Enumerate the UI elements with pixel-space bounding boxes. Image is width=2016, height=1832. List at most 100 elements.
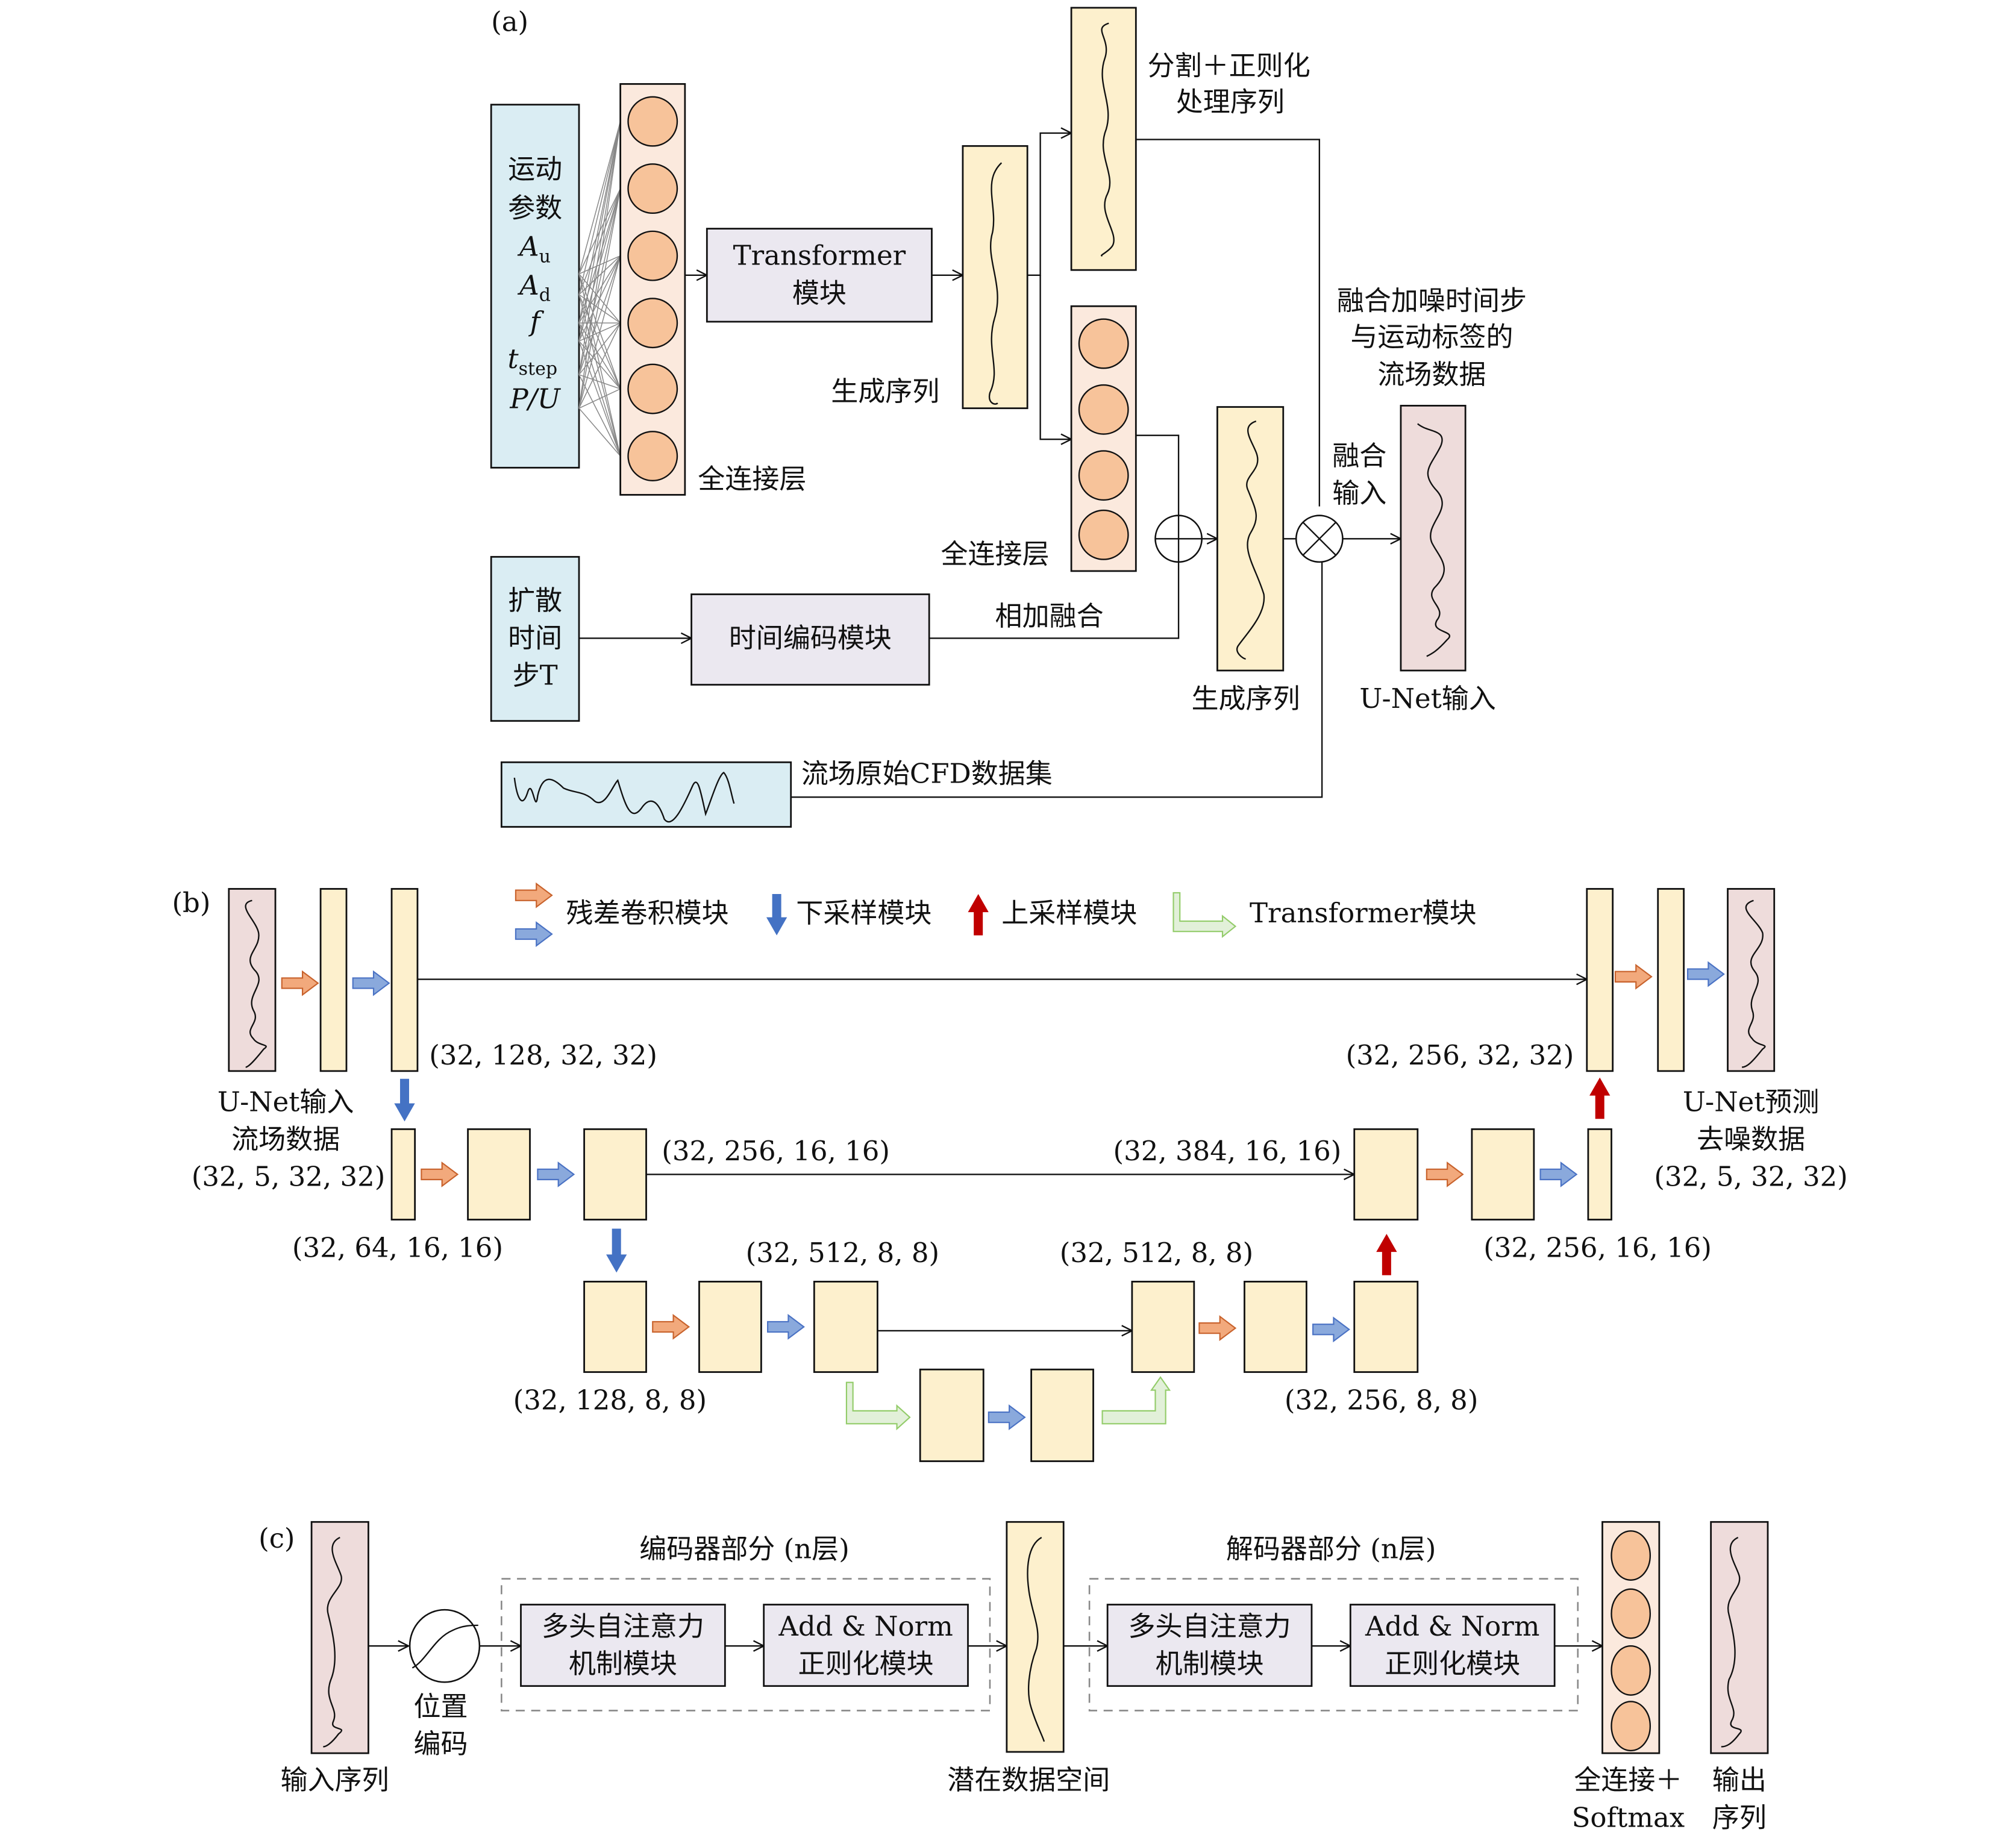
branch-to-split <box>1027 133 1071 276</box>
dec-l3-feature-3 <box>1353 1281 1419 1373</box>
unet-output-label-2: 去噪数据 <box>1697 1124 1805 1155</box>
output-seq-label-1: 输出 <box>1712 1764 1767 1796</box>
neuron <box>627 298 678 349</box>
neuron <box>1078 318 1129 369</box>
line-cfd-to-fusion <box>790 561 1323 798</box>
resconv-blue-arrow-icon <box>1539 1161 1578 1187</box>
resconv-blue-arrow-icon <box>1686 961 1725 987</box>
unet-input-tensor <box>228 888 277 1072</box>
unet-input-shape: (32, 5, 32, 32) <box>192 1161 385 1193</box>
generated-sequence-2 <box>1216 406 1285 672</box>
fc-connection <box>578 255 621 375</box>
transformer-arrow-icon <box>1101 1376 1171 1425</box>
fc-connection <box>578 294 621 457</box>
fc-softmax-label-2: Softmax <box>1572 1801 1685 1832</box>
resconv-blue-arrow-icon <box>767 1314 805 1340</box>
cfd-dataset-label: 流场原始CFD数据集 <box>801 758 1053 790</box>
encoder-mhsa-label-2: 机制模块 <box>569 1648 677 1680</box>
param-Ad: Ad <box>517 269 551 306</box>
fc-connection <box>578 121 621 342</box>
upsample-arrow-icon <box>968 894 989 936</box>
downsample-arrow-icon <box>394 1078 415 1122</box>
generated-seq-2-label: 生成序列 <box>1192 683 1300 714</box>
fully-connected-lines <box>578 121 621 457</box>
add-operator-icon <box>1154 514 1203 563</box>
fc-layer-2-neurons <box>1078 318 1129 560</box>
encoder-addnorm-label-2: 正则化模块 <box>798 1648 934 1680</box>
enc-l3-feature-2 <box>698 1281 762 1373</box>
unet-input-waveform <box>1417 423 1450 657</box>
fc-connection <box>578 322 621 409</box>
enc-l2-feature-1 <box>390 1128 416 1221</box>
shape-l3-in: (32, 128, 8, 8) <box>513 1384 707 1416</box>
decoder-addnorm-box <box>1349 1604 1556 1687</box>
param-Au: Au <box>517 231 551 267</box>
neuron <box>1611 1530 1651 1581</box>
neuron <box>1611 1701 1651 1752</box>
panel-a-tag: (a) <box>491 5 528 37</box>
motion-params-box <box>490 104 580 469</box>
cfd-waveform <box>513 772 735 823</box>
resconv-blue-arrow-icon <box>537 1161 575 1187</box>
fc-connection <box>578 121 621 295</box>
gen-seq-1-waveform <box>988 162 1003 405</box>
line-fc2-to-add <box>1136 434 1180 516</box>
unet-output-tensor <box>1727 888 1776 1072</box>
fc-connection <box>578 188 621 375</box>
branch-to-fc2 <box>1039 275 1071 439</box>
input-sequence-box <box>310 1521 369 1754</box>
time-encoding-label: 时间编码模块 <box>729 622 892 654</box>
resconv-arrow-icon <box>421 1161 459 1187</box>
unet-output-label-1: U-Net预测 <box>1683 1086 1820 1118</box>
decoder-title: 解码器部分 (n层) <box>1226 1533 1436 1565</box>
cfd-dataset-box <box>500 761 792 828</box>
fusion-desc-line-1: 融合加噪时间步 <box>1337 285 1527 317</box>
input-seq-waveform <box>323 1536 343 1748</box>
unet-output-shape: (32, 5, 32, 32) <box>1654 1161 1847 1193</box>
legend-transformer-label: Transformer模块 <box>1250 897 1477 929</box>
panel-a: (a) 运动 参数 Au Ad f tstep P/U 全连接层 Transfo… <box>490 5 1527 828</box>
unet-input-label-2: 流场数据 <box>231 1124 340 1155</box>
fc-softmax-label-1: 全连接＋ <box>1574 1764 1682 1796</box>
fusion-desc-line-3: 流场数据 <box>1377 358 1486 390</box>
shape-l1-dec: (32, 256, 32, 32) <box>1346 1039 1574 1071</box>
fc-connection <box>578 188 621 295</box>
fc-layer-1-neurons <box>627 96 678 481</box>
transformer-module-box <box>706 228 933 323</box>
upsample-arrow-icon <box>1589 1077 1611 1119</box>
upsample-arrow-icon <box>1376 1234 1397 1275</box>
output-seq-label-2: 序列 <box>1712 1801 1767 1832</box>
fc-connection <box>578 255 621 324</box>
dec-l1-feature-1 <box>1586 888 1614 1072</box>
fc-connection <box>578 121 621 408</box>
gen-seq-2-waveform <box>1236 420 1265 660</box>
panel-b-tag: (b) <box>172 887 210 919</box>
split-normalize-label-1: 分割＋正则化 <box>1148 49 1310 81</box>
input-seq-label: 输入序列 <box>281 1764 389 1796</box>
dec-l2-feature-3 <box>1587 1128 1612 1221</box>
fc-connection <box>578 294 621 389</box>
fc-connection <box>578 322 621 375</box>
fc-connection <box>578 188 621 408</box>
resconv-arrow-icon <box>652 1314 690 1340</box>
shape-l3-enc: (32, 512, 8, 8) <box>746 1237 939 1269</box>
neuron <box>1078 450 1129 501</box>
resconv-arrow-icon <box>1426 1161 1464 1187</box>
unet-input-label: U-Net输入 <box>1359 683 1496 714</box>
shape-l1-enc: (32, 128, 32, 32) <box>429 1039 657 1071</box>
legend-downsample-arrow <box>766 894 787 936</box>
neuron <box>627 431 678 481</box>
resconv-arrow-icon <box>281 970 319 996</box>
neuron <box>1078 384 1129 435</box>
transformer-label-1: Transformer <box>733 240 906 272</box>
resconv-blue-arrow-icon <box>988 1404 1026 1431</box>
legend-downsample-label: 下采样模块 <box>796 897 931 929</box>
fc-connection <box>578 374 621 390</box>
decoder-mhsa-label-2: 机制模块 <box>1156 1648 1264 1680</box>
shape-l3-dec-out: (32, 256, 8, 8) <box>1285 1384 1478 1416</box>
fc-layer-2-label: 全连接层 <box>941 538 1049 570</box>
shape-l2-in: (32, 64, 16, 16) <box>292 1232 503 1264</box>
pos-encoding-label-2: 编码 <box>413 1728 468 1760</box>
enc-l2-feature-3 <box>583 1128 647 1221</box>
